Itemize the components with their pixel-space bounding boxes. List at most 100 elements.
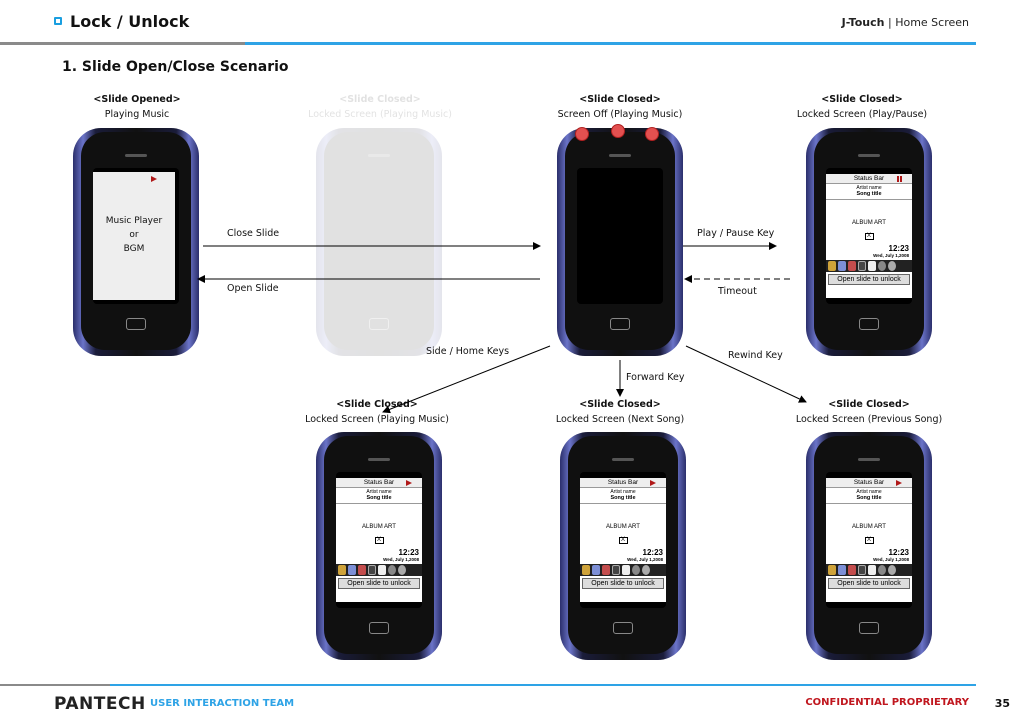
- caption-desc: Locked Screen (Playing Music): [305, 414, 449, 425]
- close-slide-label: Close Slide: [227, 228, 280, 239]
- person-icon: [848, 565, 856, 575]
- status-bar-label: Status Bar: [363, 479, 395, 486]
- bell-icon: [338, 565, 346, 575]
- home-button: [613, 622, 633, 634]
- open-slide-label: Open Slide: [227, 283, 279, 294]
- phone-screen-off: [557, 128, 683, 356]
- screen-name: Home Screen: [895, 16, 969, 29]
- clock-date: Wed, July 1,2008: [873, 557, 909, 562]
- album-art-label: ALBUM ART: [362, 524, 396, 530]
- side-key-marker-right: [645, 127, 659, 141]
- pause-icon: [897, 176, 902, 182]
- album-art-label: ALBUM ART: [852, 524, 886, 530]
- play-icon: [896, 480, 902, 486]
- music-icon: [878, 565, 886, 575]
- song-title: Song title: [580, 495, 666, 504]
- lock-screen: Status Bar Artist name Song title ALBUM …: [826, 478, 912, 602]
- mail-icon: [838, 261, 846, 271]
- phone-playing-music: Status Bar Artist name Song title ALBUM …: [316, 432, 442, 660]
- settings-icon: [888, 565, 896, 575]
- clock-date: Wed, July 1,2008: [383, 557, 419, 562]
- caption-faded-locked: <Slide Closed> Locked Screen (Playing Mu…: [280, 92, 480, 122]
- caption-screen-off: <Slide Closed> Screen Off (Playing Music…: [520, 92, 720, 122]
- status-bar-label: Status Bar: [853, 175, 885, 182]
- caption-state: <Slide Closed>: [828, 399, 910, 410]
- status-bar-label: Status Bar: [853, 479, 885, 486]
- home-button: [610, 318, 630, 330]
- clock-time: 12:23: [642, 548, 663, 557]
- caption-slide-opened: <Slide Opened> Playing Music: [37, 92, 237, 122]
- status-bar: Status Bar: [826, 174, 912, 184]
- confidential-label: CONFIDENTIAL PROPRIETARY: [805, 697, 969, 708]
- caption-next-song: <Slide Closed> Locked Screen (Next Song): [520, 397, 720, 427]
- caption-state: <Slide Closed>: [579, 399, 661, 410]
- calendar-icon: [868, 565, 876, 575]
- shortcut-icons: [826, 564, 912, 576]
- product-name: J-Touch: [841, 16, 885, 29]
- mail-icon: [592, 565, 600, 575]
- shortcut-icons: [336, 564, 422, 576]
- caption-playing-music: <Slide Closed> Locked Screen (Playing Mu…: [277, 397, 477, 427]
- speaker: [609, 154, 631, 157]
- phone-play-pause: Status Bar Artist name Song title ALBUM …: [806, 128, 932, 356]
- home-button: [859, 622, 879, 634]
- phone-icon: [612, 565, 620, 575]
- shortcut-icons: [580, 564, 666, 576]
- music-icon: [632, 565, 640, 575]
- bell-icon: [828, 261, 836, 271]
- rewind-key-arrow: [685, 345, 807, 403]
- caption-previous-song: <Slide Closed> Locked Screen (Previous S…: [769, 397, 969, 427]
- speaker: [368, 154, 390, 157]
- home-button: [369, 622, 389, 634]
- clock-time: 12:23: [888, 244, 909, 253]
- lock-screen: Status Bar Artist name Song title ALBUM …: [336, 478, 422, 602]
- lock-screen: Status Bar Artist name Song title ALBUM …: [580, 478, 666, 602]
- phone-next-song: Status Bar Artist name Song title ALBUM …: [560, 432, 686, 660]
- unlock-prompt: Open slide to unlock: [582, 578, 664, 589]
- phone-icon: [368, 565, 376, 575]
- clock-time: 12:23: [398, 548, 419, 557]
- caption-desc: Playing Music: [104, 109, 170, 120]
- speaker: [858, 458, 880, 461]
- caption-desc: Locked Screen (Previous Song): [795, 414, 943, 425]
- status-bar-label: Status Bar: [607, 479, 639, 486]
- side-home-keys-arrow: [382, 345, 551, 414]
- clock-date: Wed, July 1,2008: [627, 557, 663, 562]
- album-art-placeholder-icon: X: [374, 537, 384, 544]
- album-art-placeholder-icon: X: [864, 537, 874, 544]
- side-home-keys-label: Side / Home Keys: [426, 346, 510, 357]
- music-line-3: BGM: [123, 244, 145, 254]
- clock-date: Wed, July 1,2008: [873, 253, 909, 258]
- song-title: Song title: [826, 191, 912, 200]
- unlock-prompt: Open slide to unlock: [828, 274, 910, 285]
- header-breadcrumb: J-Touch | Home Screen: [842, 16, 969, 29]
- person-icon: [602, 565, 610, 575]
- caption-desc: Locked Screen (Play/Pause): [796, 109, 928, 120]
- phone-faded: [316, 128, 442, 356]
- mail-icon: [838, 565, 846, 575]
- music-icon: [878, 261, 886, 271]
- side-key-marker-left: [575, 127, 589, 141]
- pantech-logo: PANTECH: [54, 694, 146, 714]
- phone-face: [324, 132, 434, 350]
- phone-icon: [858, 565, 866, 575]
- status-bar: Status Bar: [336, 478, 422, 488]
- music-player-box: Music Player or BGM: [93, 172, 175, 300]
- caption-desc: Locked Screen (Next Song): [555, 414, 685, 425]
- play-icon: [650, 480, 656, 486]
- timeout-label: Timeout: [718, 286, 757, 297]
- artist-name: Artist name: [610, 489, 636, 495]
- footer-divider-gray: [0, 684, 110, 686]
- calendar-icon: [622, 565, 630, 575]
- mail-icon: [348, 565, 356, 575]
- header-divider-blue: [245, 42, 976, 45]
- status-bar: Status Bar: [826, 478, 912, 488]
- bell-icon: [582, 565, 590, 575]
- home-button: [859, 318, 879, 330]
- caption-play-pause: <Slide Closed> Locked Screen (Play/Pause…: [762, 92, 962, 122]
- caption-desc: Locked Screen (Playing Music): [308, 109, 452, 120]
- music-line-2: or: [129, 230, 139, 240]
- calendar-icon: [868, 261, 876, 271]
- side-key-marker-center: [611, 124, 625, 138]
